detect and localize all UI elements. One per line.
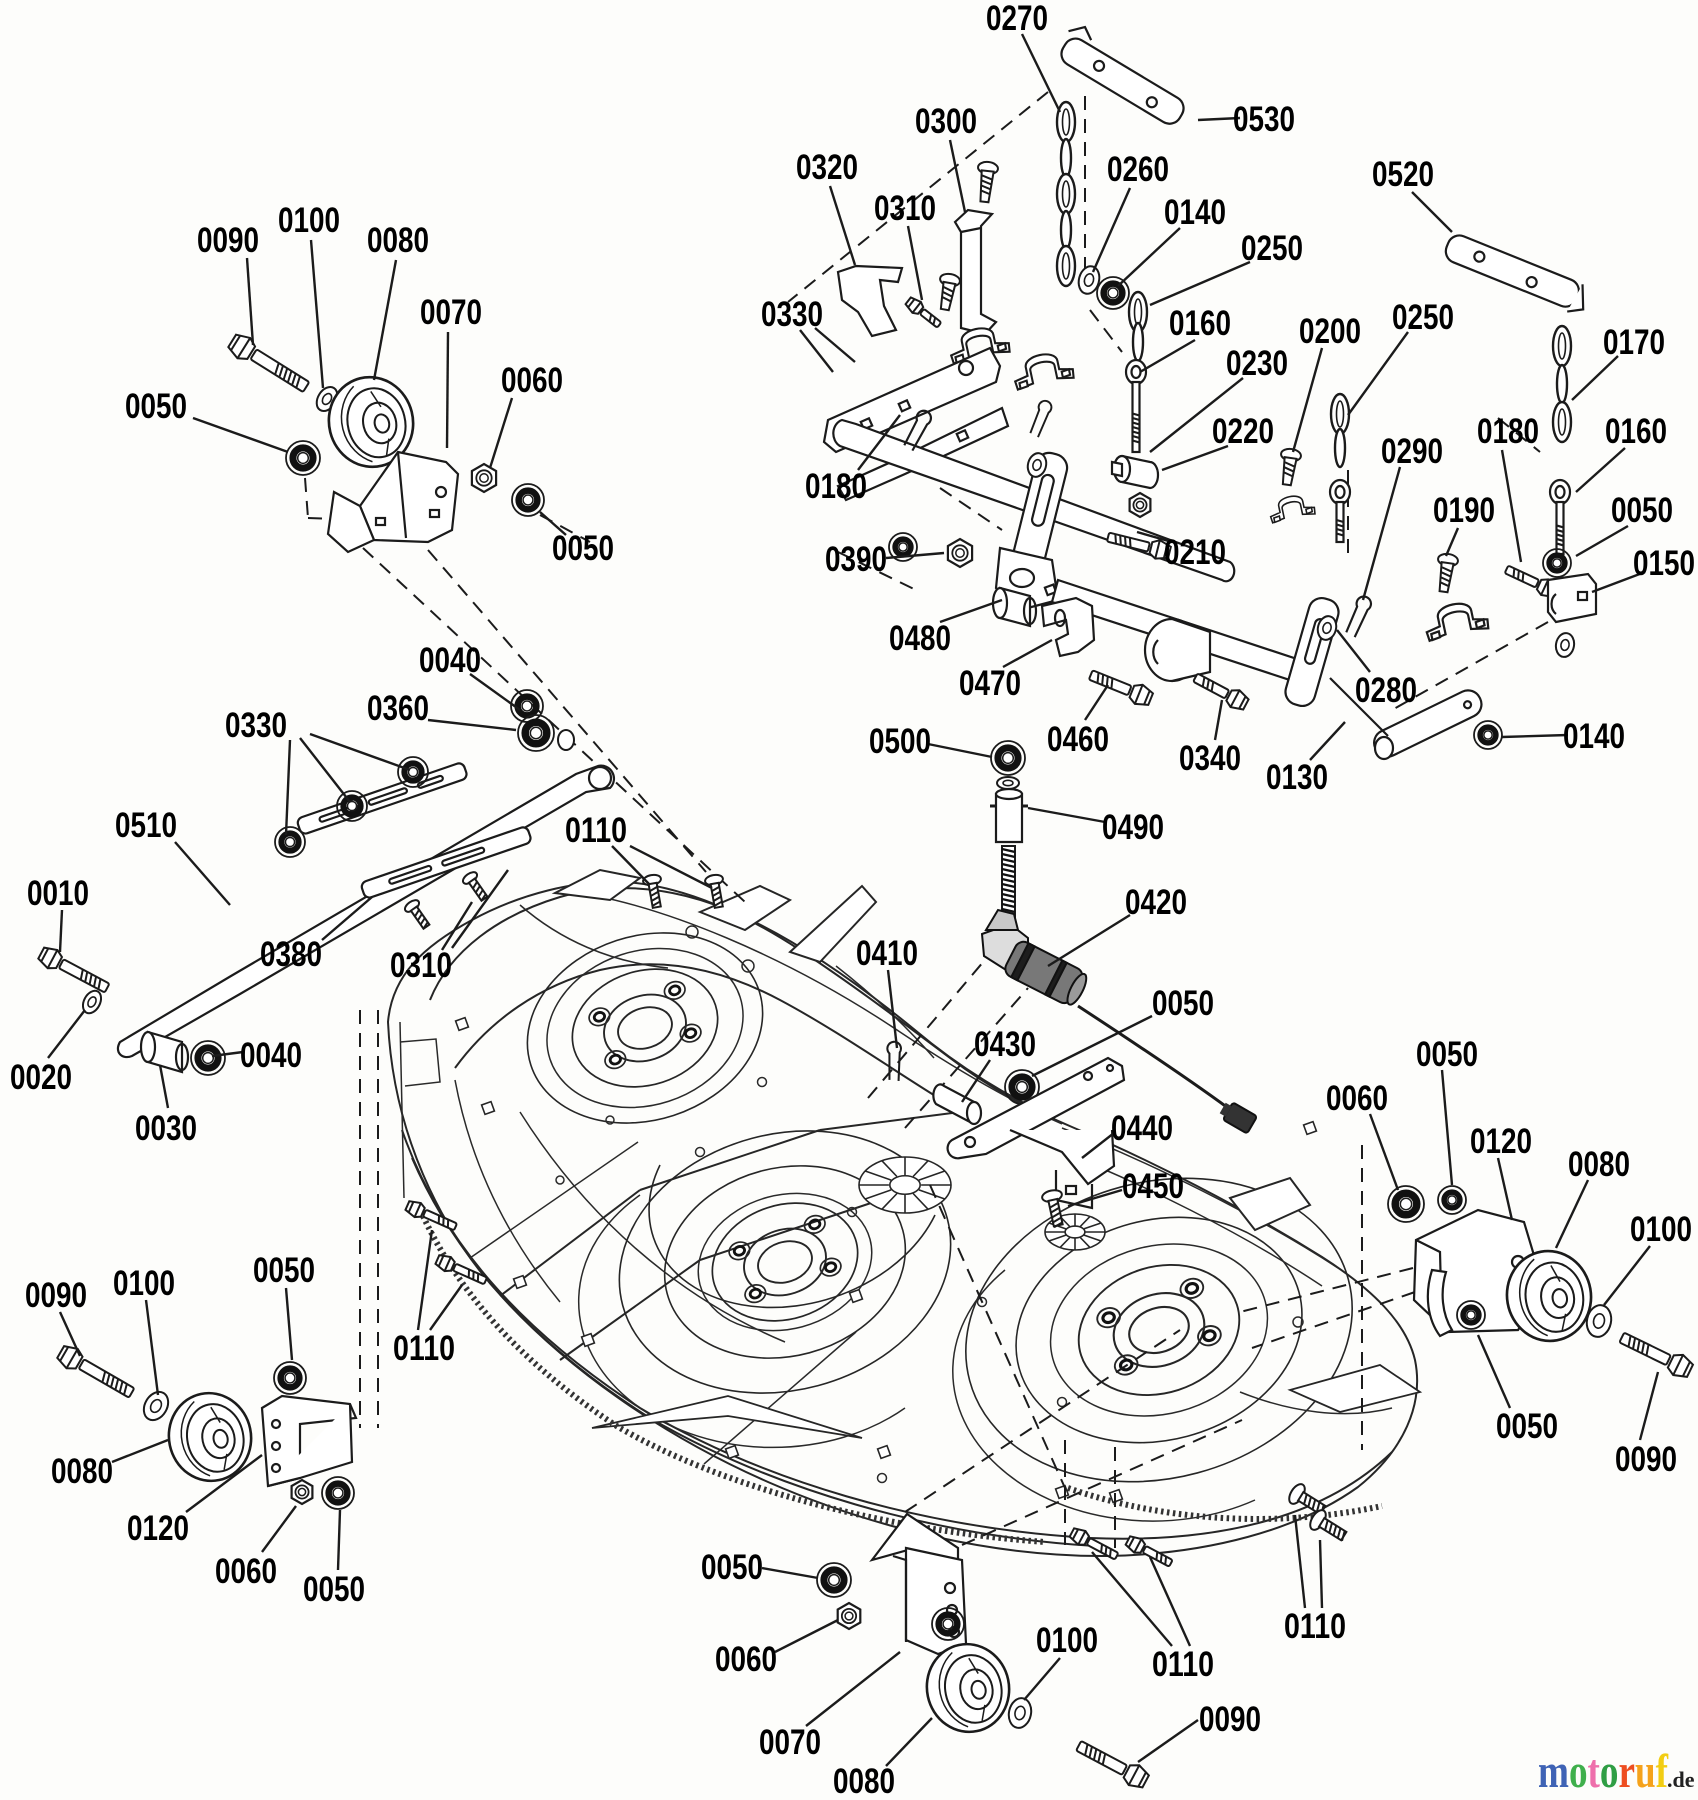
svg-text:0330: 0330 (761, 295, 823, 334)
svg-text:0060: 0060 (1326, 1079, 1388, 1118)
svg-text:0490: 0490 (1102, 808, 1164, 847)
svg-text:0380: 0380 (260, 935, 322, 974)
svg-text:0120: 0120 (1470, 1122, 1532, 1161)
svg-text:0500: 0500 (869, 722, 931, 761)
svg-text:0250: 0250 (1392, 298, 1454, 337)
svg-text:motoruf: motoruf (1538, 1745, 1669, 1798)
svg-text:0050: 0050 (1611, 491, 1673, 530)
svg-text:0310: 0310 (390, 946, 452, 985)
svg-text:0480: 0480 (889, 619, 951, 658)
svg-text:0430: 0430 (974, 1025, 1036, 1064)
svg-text:0020: 0020 (10, 1058, 72, 1097)
svg-text:0100: 0100 (1630, 1210, 1692, 1249)
svg-text:0010: 0010 (27, 874, 89, 913)
svg-text:0200: 0200 (1299, 312, 1361, 351)
svg-text:0100: 0100 (1036, 1621, 1098, 1660)
svg-text:0260: 0260 (1107, 150, 1169, 189)
svg-text:0140: 0140 (1164, 193, 1226, 232)
svg-text:0080: 0080 (833, 1762, 895, 1800)
svg-text:0130: 0130 (1266, 758, 1328, 797)
svg-text:0410: 0410 (856, 934, 918, 973)
svg-text:0190: 0190 (1433, 491, 1495, 530)
svg-text:0100: 0100 (113, 1264, 175, 1303)
svg-text:0270: 0270 (986, 0, 1048, 38)
svg-text:0110: 0110 (1152, 1645, 1214, 1684)
svg-text:0150: 0150 (1633, 544, 1695, 583)
svg-text:0140: 0140 (1563, 717, 1625, 756)
svg-text:0080: 0080 (367, 221, 429, 260)
svg-text:0050: 0050 (552, 529, 614, 568)
svg-text:0050: 0050 (125, 387, 187, 426)
svg-text:0050: 0050 (1152, 984, 1214, 1023)
svg-text:0220: 0220 (1212, 412, 1274, 451)
svg-text:0090: 0090 (25, 1276, 87, 1315)
svg-text:0040: 0040 (240, 1036, 302, 1075)
svg-text:0470: 0470 (959, 664, 1021, 703)
svg-text:0520: 0520 (1372, 155, 1434, 194)
svg-text:0050: 0050 (1416, 1035, 1478, 1074)
svg-text:0180: 0180 (1477, 412, 1539, 451)
svg-text:0230: 0230 (1226, 344, 1288, 383)
svg-text:0530: 0530 (1233, 100, 1295, 139)
svg-text:0420: 0420 (1125, 883, 1187, 922)
svg-text:0280: 0280 (1355, 671, 1417, 710)
svg-text:0050: 0050 (253, 1251, 315, 1290)
svg-text:0090: 0090 (1615, 1440, 1677, 1479)
svg-text:0340: 0340 (1179, 739, 1241, 778)
svg-text:0050: 0050 (303, 1570, 365, 1609)
svg-text:0110: 0110 (393, 1329, 455, 1368)
svg-text:0050: 0050 (1496, 1407, 1558, 1446)
svg-text:0070: 0070 (420, 293, 482, 332)
svg-text:0330: 0330 (225, 706, 287, 745)
svg-text:0160: 0160 (1169, 304, 1231, 343)
svg-text:0110: 0110 (1284, 1607, 1346, 1646)
svg-text:0300: 0300 (915, 102, 977, 141)
svg-text:0250: 0250 (1241, 229, 1303, 268)
svg-text:0080: 0080 (51, 1452, 113, 1491)
svg-text:0170: 0170 (1603, 323, 1665, 362)
svg-text:0210: 0210 (1164, 533, 1226, 572)
svg-text:0120: 0120 (127, 1509, 189, 1548)
svg-text:0040: 0040 (419, 641, 481, 680)
svg-text:0060: 0060 (215, 1552, 277, 1591)
svg-text:0460: 0460 (1047, 720, 1109, 759)
svg-text:0060: 0060 (501, 361, 563, 400)
svg-text:0090: 0090 (1199, 1700, 1261, 1739)
svg-text:0290: 0290 (1381, 432, 1443, 471)
svg-text:0080: 0080 (1568, 1145, 1630, 1184)
svg-text:0030: 0030 (135, 1109, 197, 1148)
svg-text:0060: 0060 (715, 1640, 777, 1679)
svg-text:0450: 0450 (1122, 1167, 1184, 1206)
svg-text:0180: 0180 (805, 467, 867, 506)
svg-text:.de: .de (1667, 1767, 1695, 1792)
svg-text:0090: 0090 (197, 221, 259, 260)
svg-text:0360: 0360 (367, 689, 429, 728)
svg-text:0440: 0440 (1111, 1109, 1173, 1148)
svg-text:0320: 0320 (796, 148, 858, 187)
svg-text:0070: 0070 (759, 1723, 821, 1762)
svg-text:0100: 0100 (278, 201, 340, 240)
svg-text:0050: 0050 (701, 1548, 763, 1587)
svg-text:0110: 0110 (565, 811, 627, 850)
svg-text:0510: 0510 (115, 806, 177, 845)
svg-text:0160: 0160 (1605, 412, 1667, 451)
svg-text:0310: 0310 (874, 189, 936, 228)
svg-text:0390: 0390 (825, 540, 887, 579)
